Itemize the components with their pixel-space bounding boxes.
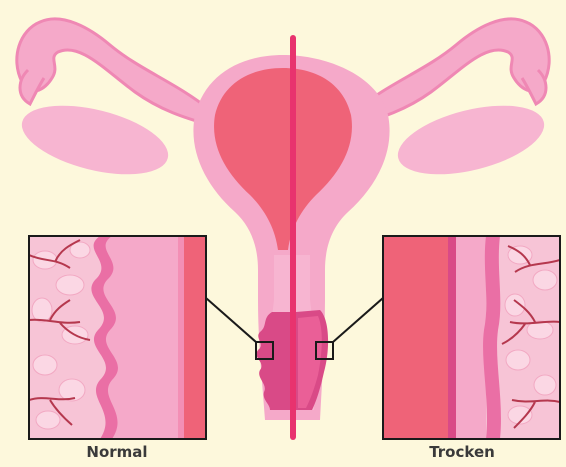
zoom-line-right	[333, 298, 383, 342]
magnified-panel-dry	[383, 236, 560, 439]
caption-dry: Trocken	[402, 443, 522, 461]
zoom-line-left	[206, 298, 256, 342]
magnified-panel-normal	[29, 236, 206, 439]
center-divider	[290, 35, 296, 440]
caption-normal: Normal	[57, 443, 177, 461]
right-ovary	[391, 93, 551, 188]
left-ovary	[15, 93, 175, 188]
